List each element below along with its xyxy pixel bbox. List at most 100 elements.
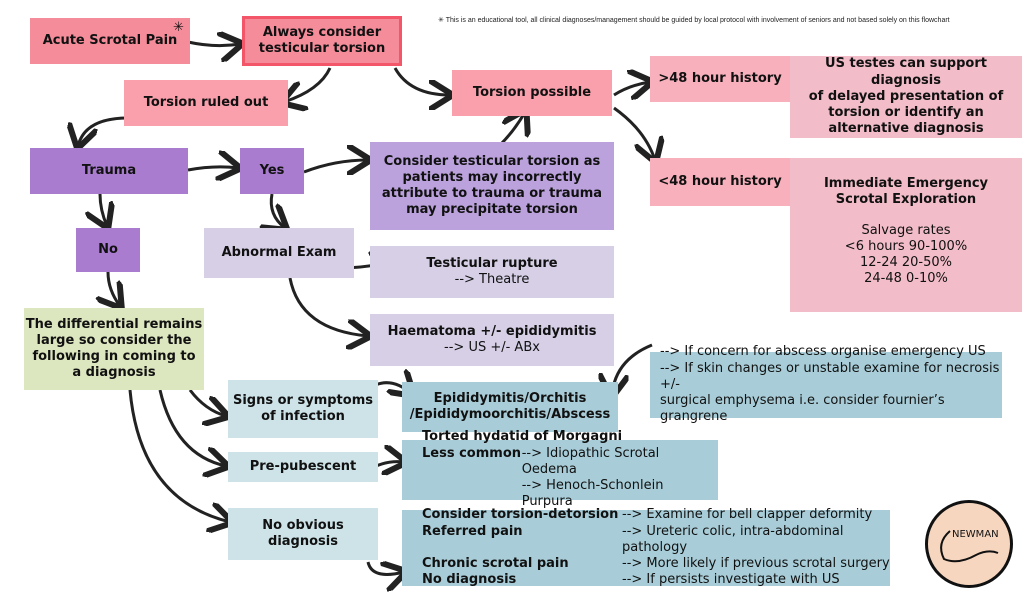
arrow bbox=[78, 116, 129, 146]
node-text: Torted hydatid of Morgagni bbox=[422, 429, 623, 445]
node-text: may precipitate torsion bbox=[406, 202, 578, 218]
node-text: No obvious diagnosis bbox=[262, 517, 344, 549]
node-text: /Epididymoorchitis/Abscess bbox=[409, 407, 611, 422]
node-text: of infection bbox=[261, 409, 345, 424]
row-value: --> If persists investigate with US bbox=[622, 572, 840, 588]
node-text: Consider torsion-detorsion--> Examine fo… bbox=[422, 507, 890, 588]
arrow bbox=[366, 562, 404, 574]
node-text: --> Idiopathic Scrotal Oedema bbox=[521, 445, 660, 477]
node-text: --> Idiopathic Scrotal Oedema--> Henoch-… bbox=[522, 446, 718, 511]
node-text: Testicular rupture bbox=[426, 255, 558, 271]
node-text: Immediate Emergency bbox=[823, 176, 989, 191]
arrow bbox=[288, 277, 368, 336]
node-text: <48 hour history bbox=[658, 173, 782, 189]
node-text: alternative diagnosis bbox=[828, 121, 984, 137]
node-text: Haematoma +/- epididymitis bbox=[387, 323, 597, 339]
arrow bbox=[108, 271, 120, 306]
node-text: Scrotal Exploration bbox=[835, 192, 977, 208]
arrow bbox=[187, 42, 240, 46]
arrow bbox=[393, 67, 450, 95]
node-text: a diagnosis bbox=[72, 365, 156, 381]
arrow bbox=[187, 167, 238, 170]
node-trauma: Trauma bbox=[30, 148, 188, 194]
node-testicular-rupture: Testicular rupture--> Theatre bbox=[370, 246, 614, 298]
node-text: --> If skin changes or unstable examine … bbox=[660, 360, 1000, 392]
arrow bbox=[100, 193, 107, 226]
arrow bbox=[158, 389, 226, 466]
node-text: large so consider the bbox=[36, 332, 192, 348]
node-text: <6 hours 90-100% bbox=[844, 238, 968, 254]
node-text: --> Theatre bbox=[454, 272, 530, 287]
arrow bbox=[613, 106, 655, 160]
node-text: Less common--> Idiopathic Scrotal Oedema… bbox=[422, 446, 718, 511]
node-text: of delayed presentation of bbox=[808, 88, 1004, 104]
node-epididymitis: Epididymitis/Orchitis/Epididymoorchitis/… bbox=[402, 382, 618, 432]
node-text: Always consider bbox=[262, 24, 382, 40]
node-text: following in coming to bbox=[32, 349, 196, 364]
arrow bbox=[303, 160, 368, 172]
node-text: Salvage rates bbox=[861, 222, 951, 238]
node-yes: Yes bbox=[240, 148, 304, 194]
arrow bbox=[188, 389, 226, 416]
node-text: US testes can support diagnosis bbox=[825, 56, 987, 88]
row-value: --> More likely if previous scrotal surg… bbox=[622, 556, 890, 572]
node-text: Trauma bbox=[81, 162, 137, 178]
node-text: Yes bbox=[259, 162, 285, 178]
node-abscess-advice: --> If concern for abscess organise emer… bbox=[650, 344, 1002, 424]
node-text: Torsion possible bbox=[472, 84, 592, 100]
node-text: Abnormal Exam bbox=[221, 244, 337, 260]
asterisk-icon: ✳ bbox=[438, 17, 444, 24]
node-text: --> US +/- ABx bbox=[444, 340, 540, 355]
node-acute-scrotal-pain: Acute Scrotal Pain✳ bbox=[30, 18, 190, 64]
node-prepubescent: Pre-pubescent bbox=[228, 452, 378, 482]
asterisk-icon: ✳ bbox=[173, 20, 184, 35]
newman-logo: NEWMAN bbox=[925, 500, 1013, 588]
row-key: Referred pain bbox=[422, 523, 523, 539]
arrow bbox=[498, 112, 525, 147]
node-no: No bbox=[76, 228, 140, 272]
row-value: --> Examine for bell clapper deformity bbox=[622, 507, 873, 523]
row-key: No diagnosis bbox=[422, 572, 517, 588]
node-text: Acute Scrotal Pain bbox=[42, 32, 178, 48]
arrow bbox=[284, 67, 332, 102]
arrow bbox=[613, 82, 650, 95]
row-key: Chronic scrotal pain bbox=[422, 556, 569, 572]
node-text: attribute to trauma or trauma bbox=[381, 186, 603, 201]
node-text: No bbox=[98, 241, 118, 257]
node-text: testicular torsion bbox=[258, 41, 386, 56]
node-torsion-ruled-out: Torsion ruled out bbox=[124, 80, 288, 126]
node-haematoma: Haematoma +/- epididymitis--> US +/- ABx bbox=[370, 314, 614, 366]
node-lt48: <48 hour history bbox=[650, 158, 790, 206]
node-text: patients may incorrectly bbox=[402, 169, 582, 185]
node-text: The differential remains bbox=[25, 316, 203, 332]
node-text: Torsion ruled out bbox=[143, 94, 269, 110]
node-text: >48 hour history bbox=[658, 70, 782, 86]
node-gt48: >48 hour history bbox=[650, 56, 790, 102]
footnote: ✳ This is an educational tool, all clini… bbox=[438, 17, 950, 24]
svg-text:NEWMAN: NEWMAN bbox=[952, 529, 999, 540]
node-text: Signs or symptoms bbox=[232, 392, 373, 408]
node-no-obvious-diagnosis: No obvious diagnosis bbox=[228, 508, 378, 560]
node-text: Consider testicular torsion as bbox=[383, 153, 601, 169]
row-key: Consider torsion-detorsion bbox=[422, 507, 619, 523]
node-text: Epididymitis/Orchitis bbox=[433, 390, 587, 406]
arrow bbox=[128, 389, 230, 522]
node-hydatid: Torted hydatid of Morgagni Less common--… bbox=[402, 429, 718, 509]
row-value: --> Ureteric colic, intra-abdominal path… bbox=[622, 523, 844, 555]
node-text: surgical emphysema i.e. consider fournie… bbox=[660, 393, 945, 425]
node-text: 24-48 0-10% bbox=[864, 271, 948, 287]
node-abnormal-exam: Abnormal Exam bbox=[204, 228, 354, 278]
arrow bbox=[271, 193, 285, 228]
node-text: torsion or identify an bbox=[828, 105, 984, 121]
node-text: --> Henoch-Schonlein Purpura bbox=[521, 478, 664, 510]
bracket bbox=[612, 343, 653, 395]
node-no-obvious-details: Consider torsion-detorsion--> Examine fo… bbox=[402, 507, 890, 588]
node-torsion-possible: Torsion possible bbox=[452, 70, 612, 116]
node-text: --> If concern for abscess organise emer… bbox=[660, 344, 986, 360]
